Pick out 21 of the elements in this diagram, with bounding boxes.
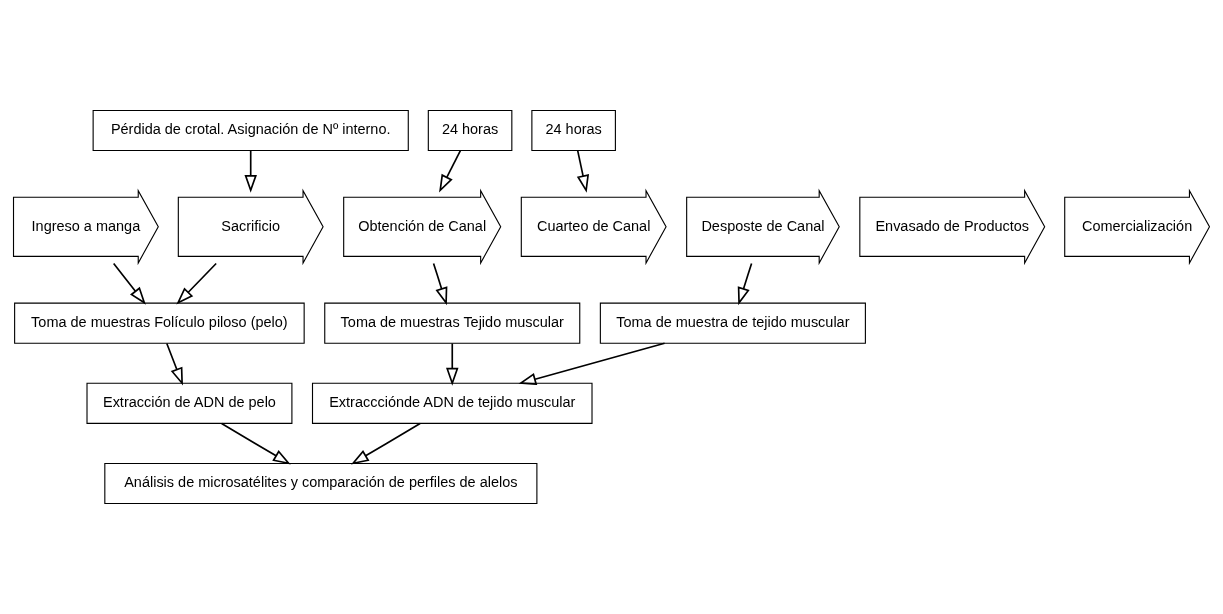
node-box: Análisis de microsatélites y comparación de perfiles de alelos [104,462,538,505]
arrow [432,262,448,306]
arrow [220,422,291,465]
arrow [446,342,459,386]
node-box: 24 horas [531,109,616,152]
arrow [439,149,462,193]
node-box: Toma de muestra de tejido muscular [599,302,866,344]
arrow [166,342,183,386]
arrow [737,262,753,306]
arrow [112,262,146,305]
arrow [576,149,590,193]
node-box: Pérdida de crotal. Asignación de Nº interno. [92,109,409,152]
arrow [244,149,257,193]
arrow [350,422,421,465]
node-box: Extraccciónde ADN de tejido muscular [311,382,593,424]
node-box: Extracción de ADN de pelo [86,382,293,424]
node-box: Toma de muestras Tejido muscular [324,302,581,344]
arrow [176,262,217,305]
node-box: Toma de muestras Folículo piloso (pelo) [14,302,305,344]
arrow [518,342,666,386]
node-box: 24 horas [427,109,513,152]
